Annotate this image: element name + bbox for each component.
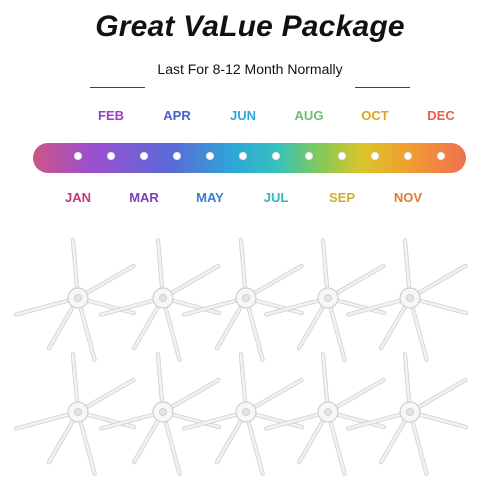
month-dot (338, 152, 346, 160)
month-label: APR (163, 108, 191, 123)
month-dot (74, 152, 82, 160)
month-label: JAN (64, 190, 91, 205)
side-brush-icon (99, 352, 222, 476)
month-label: SEP (328, 190, 355, 205)
side-brush-icon (99, 238, 222, 362)
month-dot (173, 152, 181, 160)
side-brush-icon (14, 238, 137, 362)
month-label: MAY (196, 190, 224, 205)
headline: Great VaLue Package (95, 10, 405, 43)
subtitle-underline-left (90, 87, 145, 88)
month-dot (404, 152, 412, 160)
subtitle: Last For 8-12 Month Normally (157, 61, 343, 77)
month-label: MAR (129, 190, 159, 205)
side-brush-icon (346, 352, 469, 476)
month-dot (371, 152, 379, 160)
side-brush-icon (346, 238, 469, 362)
month-timeline-bar (33, 143, 466, 173)
side-brush-icon (264, 352, 387, 476)
side-brush-icon (182, 352, 305, 476)
side-brush-grid (14, 238, 469, 476)
side-brush-icon (14, 352, 137, 476)
month-dot (437, 152, 445, 160)
side-brush-icon (182, 238, 305, 362)
month-dot (272, 152, 280, 160)
month-label: FEB (98, 108, 124, 123)
subtitle-underline-right (355, 87, 410, 88)
month-dot (239, 152, 247, 160)
month-label: JUL (263, 190, 289, 205)
side-brush-icon (264, 238, 387, 362)
month-label: DEC (427, 108, 455, 123)
month-label: AUG (294, 108, 324, 123)
month-dot (206, 152, 214, 160)
month-dot (107, 152, 115, 160)
month-label: JUN (229, 108, 256, 123)
month-dot (140, 152, 148, 160)
month-label: OCT (361, 108, 389, 123)
month-label: NOV (393, 190, 423, 205)
month-dot (305, 152, 313, 160)
